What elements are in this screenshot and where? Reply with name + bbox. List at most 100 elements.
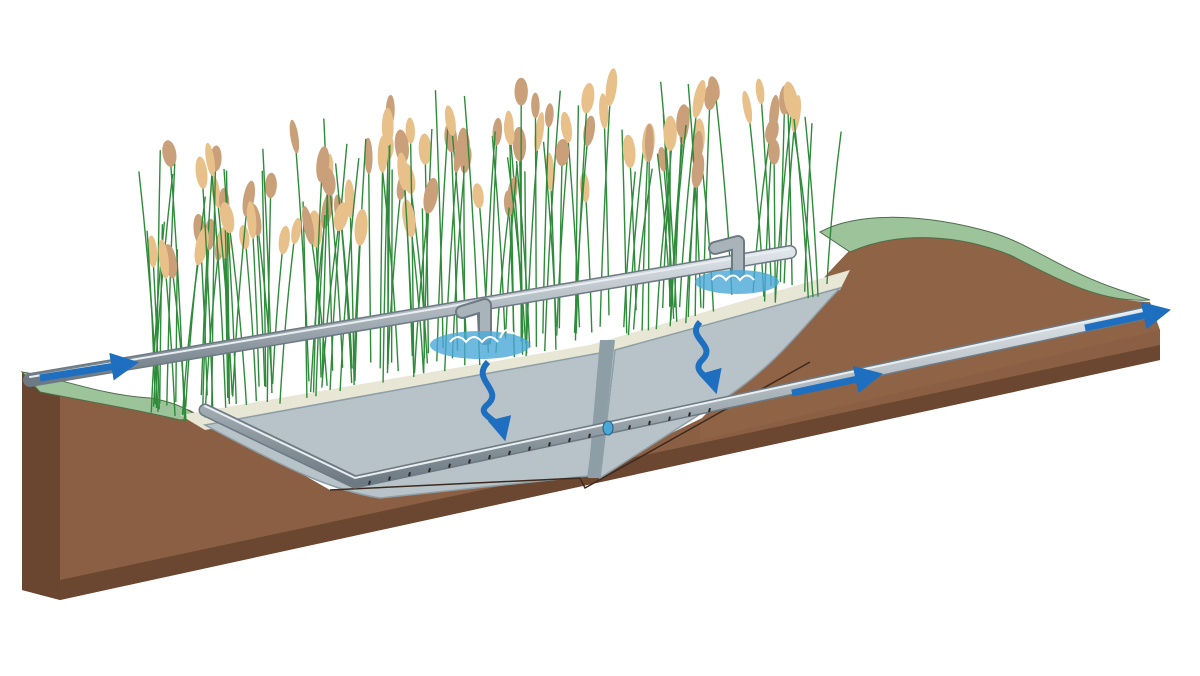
reed-plume — [691, 152, 705, 189]
bed-bottom-line — [329, 361, 811, 491]
reed-plume — [246, 201, 257, 239]
reed-plume — [599, 93, 609, 129]
reed-stem — [225, 170, 231, 404]
reed-stem — [804, 123, 813, 292]
reed-plume — [704, 83, 717, 111]
reed-stem — [506, 157, 527, 344]
reed-stem — [647, 134, 650, 331]
reed-plume — [162, 140, 177, 168]
reed-plume — [514, 77, 528, 106]
reed-plume — [512, 126, 527, 162]
reed-plume — [147, 235, 158, 268]
reed-stem — [515, 160, 531, 348]
perforation — [528, 446, 531, 451]
reed-stem — [504, 165, 518, 339]
reed-stem — [524, 171, 528, 354]
reed-stem — [627, 145, 645, 336]
reed-stem — [200, 169, 213, 396]
reed-stem — [215, 183, 233, 396]
reed-stem — [700, 161, 715, 312]
reed-stem — [209, 151, 227, 408]
reed-plume — [444, 105, 456, 136]
reed-plume — [377, 135, 389, 173]
cell-divider — [588, 340, 615, 478]
perforations — [368, 407, 711, 486]
infiltration-arrow — [693, 319, 722, 395]
perforation — [588, 433, 591, 438]
reed-plume — [644, 123, 654, 162]
reed-stem — [544, 90, 561, 352]
perforation — [648, 420, 651, 426]
reed-stem — [422, 128, 433, 374]
perforation — [428, 467, 431, 473]
left-grass-ledge — [20, 371, 202, 421]
reed-plume — [658, 146, 668, 172]
perforation — [368, 480, 371, 486]
reed-stem — [223, 168, 237, 405]
reed-stem — [339, 158, 360, 392]
reed-plume — [531, 92, 540, 119]
perforation — [628, 424, 631, 430]
reed-stem — [565, 119, 581, 328]
reed-stem — [261, 170, 267, 388]
reed-plume — [364, 137, 373, 175]
reed-plume — [472, 183, 484, 209]
reed-plume — [205, 142, 216, 177]
reed-stem — [786, 95, 793, 286]
reed-plume — [394, 129, 409, 164]
underdrain-pipe — [198, 305, 1157, 489]
perforation — [408, 471, 411, 477]
reed-stem — [293, 128, 310, 382]
reed-plume — [423, 177, 439, 214]
berm-grass-top — [819, 216, 1151, 301]
reed-plume — [354, 208, 368, 246]
reed-stem — [152, 173, 174, 407]
reed-stem — [556, 148, 569, 336]
reed-stem — [534, 97, 538, 347]
water-splash-1 — [430, 328, 530, 359]
reed-stem — [390, 169, 393, 363]
reed-stem — [525, 123, 540, 357]
reed-stem — [155, 150, 161, 408]
water-splash-2 — [695, 270, 779, 294]
reed-stem — [334, 163, 353, 384]
reed-stem — [312, 156, 324, 393]
reed-plume — [581, 83, 595, 114]
reed-plume — [291, 218, 302, 245]
reed-plume — [302, 205, 315, 245]
perforation — [548, 442, 551, 447]
reed-plants — [138, 68, 842, 422]
reed-plume — [555, 139, 570, 167]
reed-plume — [219, 202, 235, 234]
reed-stem — [670, 124, 687, 321]
reed-stem — [558, 144, 564, 329]
reed-stem — [243, 229, 258, 402]
reed-stem — [200, 164, 214, 412]
perforation — [568, 437, 571, 443]
reed-plume — [622, 134, 636, 168]
perforation — [468, 459, 471, 464]
reed-plume — [265, 172, 277, 199]
outflow-arrow — [1084, 301, 1171, 332]
bed-liner-rim — [180, 270, 850, 430]
reed-stem — [262, 148, 273, 394]
reed-stem — [621, 129, 628, 334]
outflow-arrow — [791, 365, 883, 397]
reed-plume — [755, 78, 765, 105]
reed-plume — [663, 115, 677, 152]
reed-stem — [367, 147, 372, 363]
reed-plume — [418, 133, 432, 165]
reed-plume — [583, 115, 596, 147]
reed-plume — [560, 111, 572, 144]
perforation — [488, 454, 491, 460]
reed-stem — [623, 171, 636, 328]
reed-stem — [327, 173, 344, 368]
reed-plume — [783, 81, 799, 119]
reed-stem — [226, 209, 248, 405]
reed-plume — [158, 239, 170, 279]
reed-stem — [386, 178, 403, 374]
reed-plume — [289, 119, 300, 154]
perforation — [668, 416, 671, 421]
reed-stem — [804, 116, 819, 297]
